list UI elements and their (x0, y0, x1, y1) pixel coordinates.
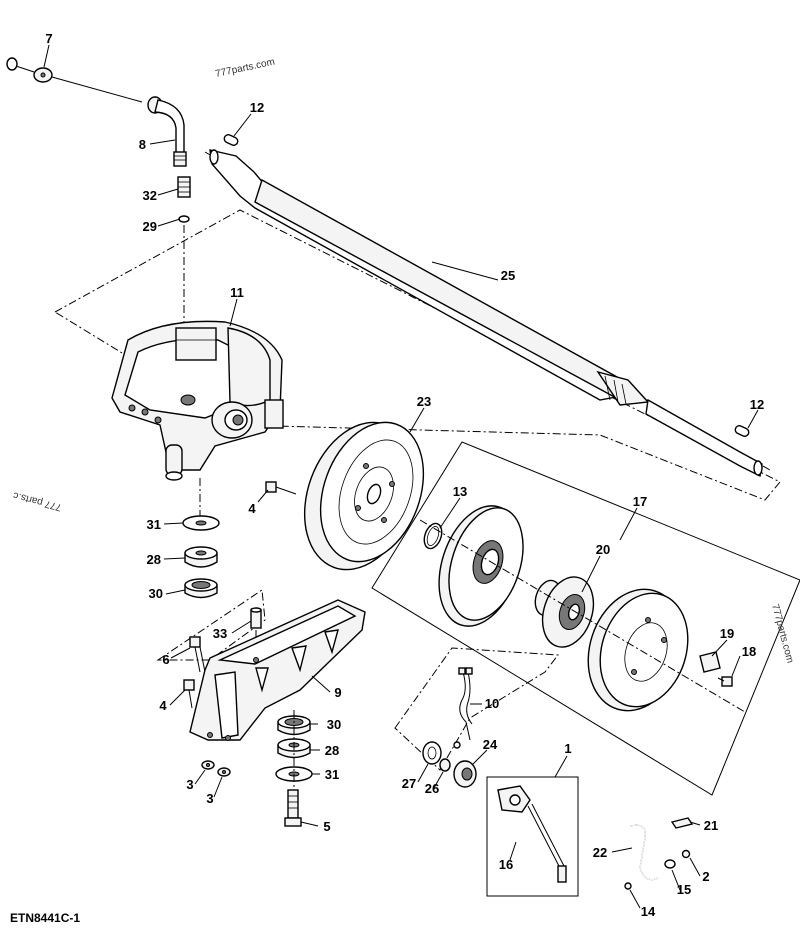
hose-part-8 (147, 96, 187, 167)
spring-part-22 (629, 824, 659, 881)
callout-12-right: 12 (750, 397, 764, 412)
callout-15: 15 (677, 882, 691, 897)
callout-24: 24 (483, 737, 498, 752)
sensor-part-16 (497, 785, 567, 883)
bolt-part-5 (284, 789, 302, 827)
field-coil-housing (587, 588, 689, 712)
nut-part-3-a (201, 760, 215, 770)
clutch-assembly-box-part-17 (371, 441, 800, 796)
bearing-part-24 (453, 760, 477, 788)
switch-group-outline (394, 647, 559, 771)
watermark-top: 777parts.com (214, 57, 276, 80)
washer-part-27 (422, 741, 442, 765)
key-part-12-top (223, 134, 239, 146)
diagram-code: ETN8441C-1 (10, 911, 80, 925)
callout-19: 19 (720, 626, 734, 641)
armature-part-20 (534, 576, 595, 648)
watermark-left: 777 parts.c (12, 489, 63, 512)
callout-4-upper: 4 (248, 501, 256, 516)
screw-part-14 (624, 882, 632, 890)
adapter-part-32 (177, 176, 191, 198)
nut-part-3-b (217, 767, 231, 777)
callout-32: 32 (143, 188, 157, 203)
spacer-part-33 (250, 607, 262, 629)
bracket-part-19 (699, 651, 721, 673)
callout-10: 10 (485, 696, 499, 711)
bolt-part-4-upper (265, 481, 297, 495)
callout-21: 21 (704, 818, 718, 833)
callout-5: 5 (323, 819, 330, 834)
mounting-bracket-part-9 (189, 599, 366, 741)
callout-9: 9 (334, 685, 341, 700)
o-ring-part-29 (178, 215, 190, 223)
gearbox-part-11 (111, 320, 284, 481)
callout-6: 6 (162, 652, 169, 667)
washer-part-31-upper (182, 515, 220, 531)
callout-28-lower: 28 (325, 743, 339, 758)
callout-25: 25 (501, 268, 515, 283)
harness-part-10 (453, 667, 473, 749)
bolt-part-4-lower (183, 679, 195, 709)
screw-part-18 (717, 676, 733, 687)
callout-13: 13 (453, 484, 467, 499)
spacer-part-26 (439, 758, 451, 772)
callout-11: 11 (230, 285, 244, 300)
driveshaft-part-25 (204, 149, 771, 478)
callout-4-lower: 4 (159, 698, 167, 713)
callout-14: 14 (641, 904, 656, 919)
clip-part-21 (670, 817, 694, 829)
callout-8: 8 (139, 137, 146, 152)
callout-7: 7 (45, 31, 52, 46)
callout-3-a: 3 (186, 777, 193, 792)
callout-1: 1 (564, 741, 571, 756)
callout-2: 2 (702, 869, 709, 884)
callout-31-upper: 31 (147, 517, 161, 532)
sensor-box-part-1 (486, 776, 579, 897)
pulley-part-23 (303, 421, 425, 571)
callout-26: 26 (425, 781, 439, 796)
key-part-12-right (734, 425, 750, 437)
mount-group-outline (156, 589, 266, 661)
callout-22: 22 (593, 845, 607, 860)
callout-23: 23 (417, 394, 431, 409)
callout-16: 16 (499, 857, 513, 872)
bushing-part-30-upper (184, 578, 218, 599)
callout-3-b: 3 (206, 791, 213, 806)
fitting-part-7 (6, 57, 143, 103)
callout-28-upper: 28 (147, 552, 161, 567)
callout-17: 17 (633, 494, 647, 509)
callout-30-upper: 30 (149, 586, 163, 601)
centerline-clutch (419, 519, 746, 713)
leader-lines (43, 44, 759, 909)
callout-20: 20 (596, 542, 610, 557)
callout-30-lower: 30 (327, 717, 341, 732)
nut-part-2 (681, 849, 691, 859)
isolator-part-28-upper (184, 546, 218, 568)
callout-29: 29 (143, 219, 157, 234)
callout-labels: 7 8 32 29 12 25 11 23 13 17 20 19 18 12 … (45, 31, 764, 919)
callout-33: 33 (213, 626, 227, 641)
watermark-right: 777parts.com (769, 603, 795, 664)
callout-12-top: 12 (250, 100, 264, 115)
clutch-disc (438, 505, 524, 627)
callout-18: 18 (742, 644, 756, 659)
washer-part-15 (664, 859, 676, 869)
bolt-part-6 (189, 636, 206, 673)
callout-31-lower: 31 (325, 767, 339, 782)
callout-27: 27 (402, 776, 416, 791)
